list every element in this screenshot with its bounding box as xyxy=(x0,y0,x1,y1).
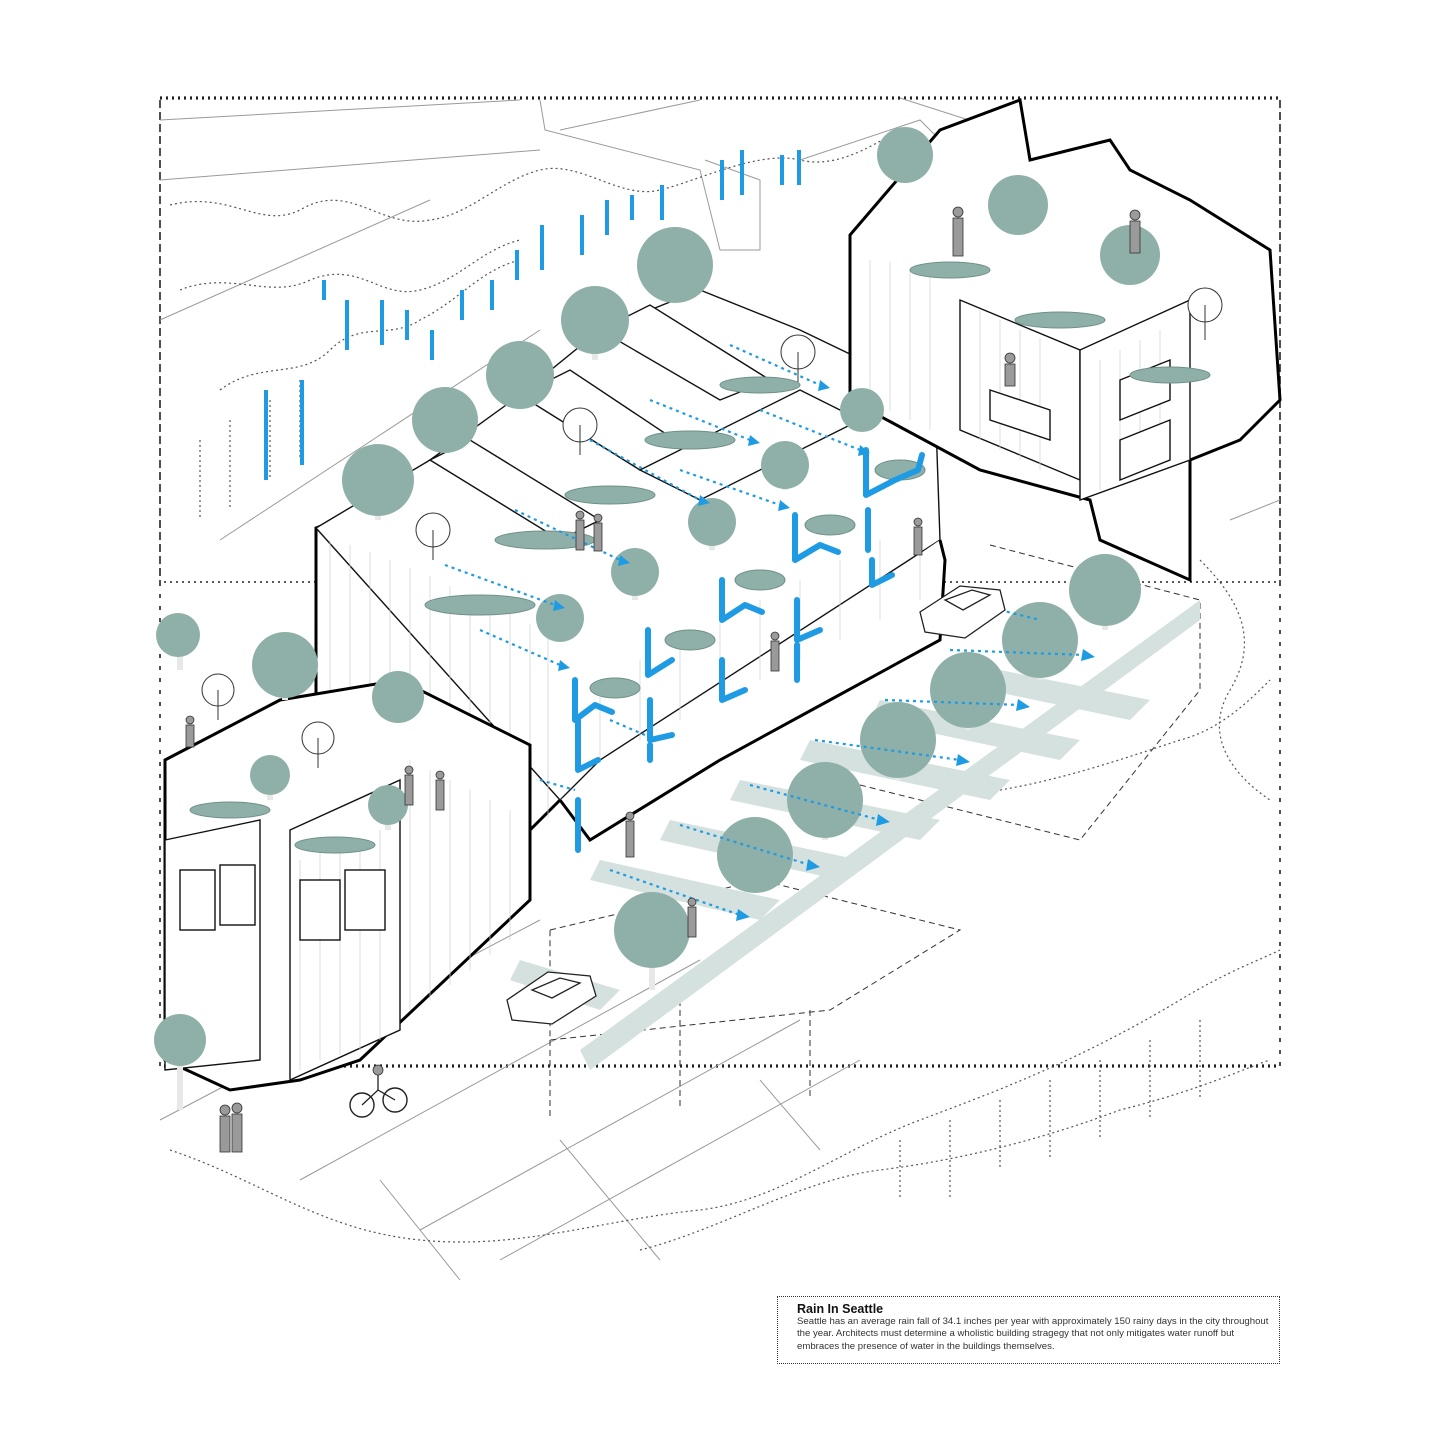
tree-icon xyxy=(412,387,478,453)
pedestrian-icon xyxy=(1129,209,1141,254)
tree-icon xyxy=(840,388,884,432)
runoff-flow-arrows xyxy=(444,343,1095,921)
tree-icon xyxy=(860,702,936,780)
car-icon xyxy=(506,971,597,1025)
trees xyxy=(154,127,1160,1110)
tree-icon xyxy=(486,341,554,409)
pedestrian-icon xyxy=(593,513,603,552)
pedestrian-icon xyxy=(770,631,780,672)
tree-icon xyxy=(761,441,809,490)
umbrella-icon xyxy=(301,721,335,768)
umbrellas xyxy=(201,287,1223,768)
pedestrian-icon xyxy=(625,811,635,858)
pedestrian-icon xyxy=(575,510,585,551)
tree-icon xyxy=(561,286,629,360)
downspout-icon xyxy=(792,512,841,683)
tree-icon xyxy=(250,755,290,800)
rain-streaks xyxy=(264,150,801,480)
pedestrian-icon xyxy=(231,1102,243,1153)
tree-icon xyxy=(252,632,318,700)
tree-icon xyxy=(342,444,414,520)
downspout-icon xyxy=(719,577,765,703)
cars xyxy=(506,585,1006,1025)
tree-icon xyxy=(1069,554,1141,630)
umbrella-icon xyxy=(562,407,598,455)
tree-icon xyxy=(368,785,408,830)
tree-icon xyxy=(930,652,1006,730)
tree-icon xyxy=(717,817,793,893)
tree-icon xyxy=(154,1014,206,1110)
bicycle-icon xyxy=(349,1064,408,1118)
pedestrian-icon xyxy=(687,897,697,938)
downspout-icon xyxy=(863,447,925,588)
main-terraced-building xyxy=(314,289,947,842)
planters xyxy=(189,261,1211,854)
tree-icon xyxy=(988,175,1048,235)
umbrella-icon xyxy=(201,673,235,720)
tree-icon xyxy=(1100,225,1160,285)
tree-icon xyxy=(536,594,584,642)
tree-icon xyxy=(688,498,736,550)
tree-icon xyxy=(877,127,933,183)
tree-icon xyxy=(372,671,424,723)
pedestrian-icon xyxy=(952,206,964,257)
umbrella-icon xyxy=(780,334,816,382)
tree-icon xyxy=(1002,602,1078,680)
tree-icon xyxy=(787,762,863,840)
downspout-icon xyxy=(645,627,675,763)
pedestrian-icon xyxy=(435,770,445,811)
pedestrian-icon xyxy=(185,715,195,748)
pedestrian-icon xyxy=(1004,352,1016,387)
car-icon xyxy=(919,585,1006,639)
drawing-frame-outer xyxy=(159,96,1281,1068)
terrain-contours xyxy=(169,129,1281,1251)
pedestrian-icon xyxy=(404,765,414,806)
downspout-icon xyxy=(572,677,615,853)
caption-title: Rain In Seattle xyxy=(797,1302,884,1316)
context-linework xyxy=(159,97,1281,1281)
caption-body: Seattle has an average rain fall of 34.1… xyxy=(797,1316,1269,1352)
tree-icon xyxy=(637,227,713,303)
caption-box xyxy=(777,1296,1280,1364)
left-foreground-block xyxy=(163,678,532,1092)
umbrella-icon xyxy=(415,512,451,560)
downspout-pipes xyxy=(572,447,925,853)
tree-icon xyxy=(614,892,690,990)
umbrella-icon xyxy=(1187,287,1223,340)
pedestrians xyxy=(185,206,1141,1153)
pedestrian-icon xyxy=(913,517,923,556)
pedestrian-icon xyxy=(219,1104,231,1153)
tree-icon xyxy=(156,613,200,670)
